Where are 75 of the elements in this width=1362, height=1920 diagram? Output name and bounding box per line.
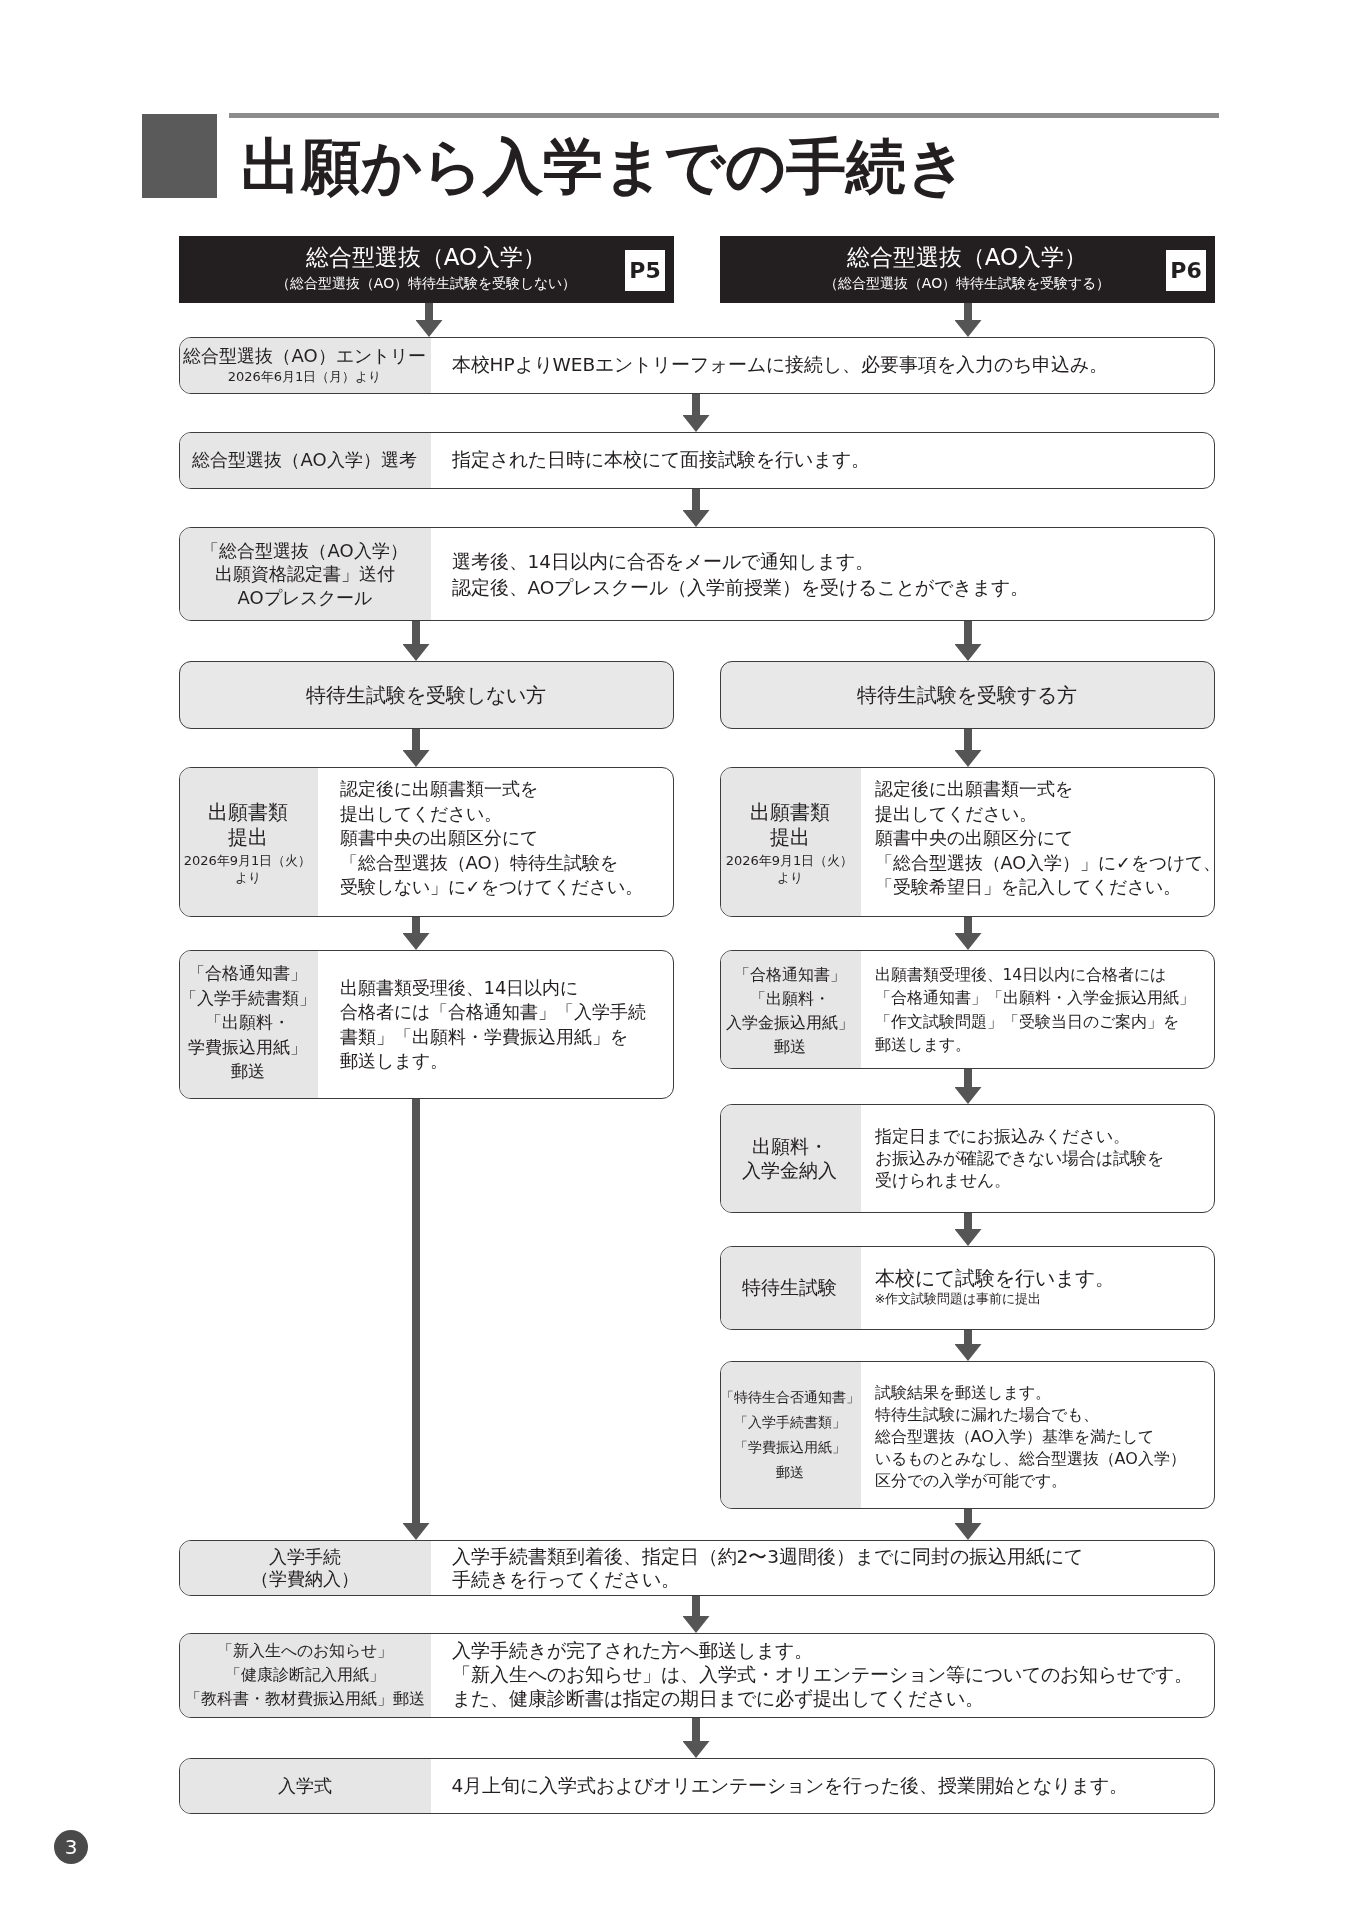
arrow (402, 917, 430, 950)
arrow (682, 1718, 710, 1758)
course-title: 総合型選抜（AO入学） (846, 243, 1088, 272)
arrow (954, 1213, 982, 1246)
step-description: 入学手続きが完了された方へ郵送します。「新入生へのお知らせ」は、入学式・オリエンテーション等についてのお知らせです。また、健康診断書は指定の期日までに必ず提出してください。 (451, 1638, 1194, 1711)
step-label: 「合格通知書」「入学手続書類」「出願料・学費振込用紙」郵送 (180, 963, 316, 1084)
arrow (954, 621, 982, 661)
step-box (179, 1633, 1215, 1718)
step-box (179, 337, 1215, 394)
course-header (179, 236, 674, 303)
branch-box (720, 661, 1215, 729)
step-label: 出願書類提出 (749, 799, 830, 850)
step-label: 総合型選抜（AO入学）選考 (191, 448, 418, 471)
course-subtitle: （総合型選抜（AO）特待生試験を受験しない） (275, 274, 577, 292)
step-label: 総合型選抜（AO）エントリー (182, 344, 427, 367)
step-box (720, 950, 1215, 1069)
step-box (179, 1758, 1215, 1814)
step-description: 出願書類受理後、14日以内に合格者には「合格通知書」「出願料・入学金振込用紙」「作文試験問題」「受験当日のご案内」を郵送します。 (874, 964, 1196, 1056)
step-box (179, 527, 1215, 621)
step-label: 特待生試験 (741, 1275, 838, 1300)
step-description: 選考後、14日以内に合否をメールで通知します。認定後、AOプレスクール（入学前授業）を受けることができます。 (451, 549, 1031, 600)
step-box (720, 1104, 1215, 1213)
arrow (682, 489, 710, 527)
arrow (954, 1330, 982, 1361)
arrow (682, 394, 710, 432)
page-badge: P6 (1166, 250, 1206, 291)
step-box (720, 1361, 1215, 1509)
step-label: 「新入生へのお知らせ」「健康診断記入用紙」「教科書・教材費振込用紙」郵送 (184, 1639, 425, 1710)
step-label: 入学手続（学費納入） (250, 1545, 359, 1590)
step-box (179, 432, 1215, 489)
course-header (720, 236, 1215, 303)
step-box (179, 950, 674, 1099)
step-label: 「総合型選抜（AO入学）出願資格認定書」送付 (200, 538, 409, 585)
arrow (954, 729, 982, 767)
arrow (402, 729, 430, 767)
step-description: 入学手続書類到着後、指定日（約2〜3週間後）までに同封の振込用紙にて手続きを行ってください。 (451, 1544, 1085, 1591)
step-label: 入学式 (277, 1774, 332, 1797)
arrow (402, 621, 430, 661)
step-description: 出願書類受理後、14日以内に合格者には「合格通知書」「入学手続書類」「出願料・学費振込用紙」を郵送します。 (339, 975, 647, 1073)
arrow (402, 1099, 430, 1540)
step-label: AOプレスクール (236, 586, 373, 609)
step-description: 認定後に出願書類一式を提出してください。願書中央の出願区分にて「総合型選抜（AO入学）」に✓をつけて、「受験希望日」を記入してください。 (874, 778, 1214, 900)
step-description: 指定された日時に本校にて面接試験を行います。 (451, 447, 871, 472)
step-box (720, 767, 1215, 917)
branch-box (179, 661, 674, 729)
arrow (682, 1596, 710, 1633)
date-note: 2026年9月1日（火）より (183, 851, 312, 886)
step-label: 出願料・入学金納入 (741, 1133, 838, 1182)
step-label: 「特待生合否通知書」「入学手続書類」「学費振込用紙」郵送 (721, 1387, 860, 1482)
step-box (179, 1540, 1215, 1596)
step-description: 本校にて試験を行います。 (874, 1266, 1116, 1291)
step-description: 4月上旬に入学式およびオリエンテーションを行った後、授業開始となります。 (451, 1773, 1130, 1798)
course-title: 総合型選抜（AO入学） (305, 243, 547, 272)
arrow (954, 917, 982, 950)
branch-label: 特待生試験を受験する方 (856, 681, 1077, 708)
arrow (954, 1509, 982, 1540)
course-subtitle: （総合型選抜（AO）特待生試験を受験する） (823, 274, 1111, 292)
step-description: 試験結果を郵送します。特待生試験に漏れた場合でも、総合型選抜（AO入学）基準を満たしているものとみなし、総合型選抜（AO入学）区分での入学が可能です。 (874, 1381, 1187, 1492)
arrow (415, 303, 443, 337)
step-description: 指定日までにお振込みください。お振込みが確認できない場合は試験を受けられません。 (874, 1125, 1165, 1192)
branch-label: 特待生試験を受験しない方 (305, 681, 546, 708)
step-box (179, 767, 674, 917)
page-title: 出願から入学までの手続き (241, 130, 968, 202)
page-badge: P5 (625, 250, 665, 291)
step-label: 「合格通知書」「出願料・入学金振込用紙」郵送 (725, 963, 854, 1058)
footnote: ※作文試験問題は事前に提出 (874, 1290, 1043, 1307)
step-description: 本校HPよりWEBエントリーフォームに接続し、必要事項を入力のち申込み。 (451, 352, 1110, 377)
page-number: 3 (54, 1830, 88, 1864)
date-note: 2026年6月1日（月）より (227, 368, 382, 385)
step-description: 認定後に出願書類一式を提出してください。願書中央の出願区分にて「総合型選抜（AO）特待生試験を受験しない」に✓をつけてください。 (339, 777, 644, 900)
step-box (720, 1246, 1215, 1330)
date-note: 2026年9月1日（火）より (725, 851, 854, 886)
step-label: 出願書類提出 (207, 799, 288, 850)
arrow (954, 1069, 982, 1104)
arrow (954, 303, 982, 337)
